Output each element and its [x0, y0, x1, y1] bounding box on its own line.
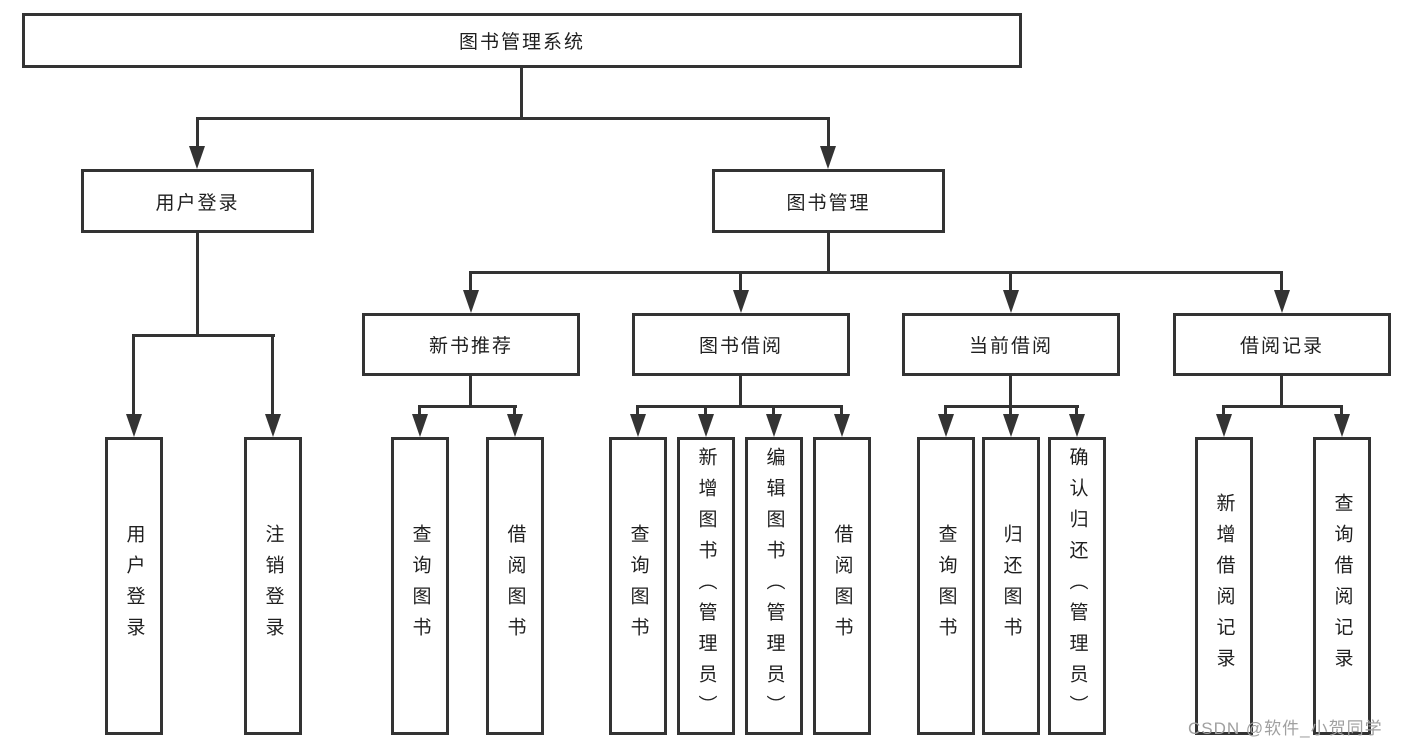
- connector-book-mgmt-stub: [827, 233, 830, 274]
- connector-root-split: [196, 117, 830, 120]
- leaf-br-add: 新增图书（管理员）: [677, 437, 735, 735]
- leaf-rc-add-label: 新增借阅记录: [1213, 493, 1235, 679]
- node-new-book: 新书推荐: [362, 313, 580, 376]
- connector-to-user-login: [196, 117, 199, 149]
- connector-root-stub: [520, 68, 523, 119]
- connector-book-mgmt-split: [470, 271, 1283, 274]
- connector-cu-leaf1: [944, 405, 947, 417]
- connector-borrow-stub: [739, 376, 742, 407]
- leaf-br-edit: 编辑图书（管理员）: [745, 437, 803, 735]
- connector-nb-leaf2: [513, 405, 516, 417]
- arrowhead-new-book: [463, 290, 479, 313]
- arrowhead-user-login: [189, 146, 205, 169]
- connector-rc-leaf1: [1222, 405, 1225, 417]
- leaf-rc-add: 新增借阅记录: [1195, 437, 1253, 735]
- leaf-cu-search: 查询图书: [917, 437, 975, 735]
- leaf-cu-search-label: 查询图书: [935, 524, 957, 648]
- connector-to-current: [1009, 271, 1012, 292]
- leaf-br-add-label: 新增图书（管理员）: [695, 446, 717, 726]
- csdn-watermark: CSDN @软件_小贺同学: [1188, 719, 1383, 738]
- connector-user-login-stub: [196, 233, 199, 336]
- arrowhead-cu-leaf2: [1003, 414, 1019, 437]
- leaf-user-login-label: 用户登录: [123, 524, 145, 648]
- leaf-br-borrow-label: 借阅图书: [831, 524, 853, 648]
- arrowhead-leaf-login: [126, 414, 142, 437]
- arrowhead-br-leaf1: [630, 414, 646, 437]
- leaf-rc-search-label: 查询借阅记录: [1331, 493, 1353, 679]
- connector-rc-leaf2: [1340, 405, 1343, 417]
- arrowhead-cu-leaf1: [938, 414, 954, 437]
- leaf-nb-borrow-label: 借阅图书: [504, 524, 526, 648]
- arrowhead-cu-leaf3: [1069, 414, 1085, 437]
- arrowhead-records: [1274, 290, 1290, 313]
- arrowhead-rc-leaf1: [1216, 414, 1232, 437]
- arrowhead-current: [1003, 290, 1019, 313]
- node-records-label: 借阅记录: [1239, 336, 1324, 357]
- arrowhead-leaf-logout: [265, 414, 281, 437]
- leaf-logout: 注销登录: [244, 437, 302, 735]
- leaf-nb-search-label: 查询图书: [409, 524, 431, 648]
- node-book-mgmt: 图书管理: [712, 169, 945, 233]
- connector-borrow-split: [637, 405, 843, 408]
- connector-new-book-split: [419, 405, 517, 408]
- node-records: 借阅记录: [1173, 313, 1391, 376]
- connector-cu-leaf3: [1075, 405, 1078, 417]
- leaf-br-edit-label: 编辑图书（管理员）: [763, 446, 785, 726]
- arrowhead-borrow: [733, 290, 749, 313]
- connector-cu-leaf2: [1009, 405, 1012, 417]
- arrowhead-br-leaf4: [834, 414, 850, 437]
- leaf-cu-return-label: 归还图书: [1000, 524, 1022, 648]
- leaf-cu-return: 归还图书: [982, 437, 1040, 735]
- node-root: 图书管理系统: [22, 13, 1022, 68]
- arrowhead-nb-leaf1: [412, 414, 428, 437]
- connector-br-leaf1: [636, 405, 639, 417]
- node-current: 当前借阅: [902, 313, 1120, 376]
- connector-nb-leaf1: [418, 405, 421, 417]
- node-new-book-label: 新书推荐: [428, 336, 513, 357]
- leaf-br-borrow: 借阅图书: [813, 437, 871, 735]
- connector-user-login-split: [132, 334, 275, 337]
- node-user-login: 用户登录: [81, 169, 314, 233]
- node-borrow: 图书借阅: [632, 313, 850, 376]
- leaf-cu-confirm-label: 确认归还（管理员）: [1066, 446, 1088, 726]
- arrowhead-br-leaf2: [698, 414, 714, 437]
- connector-to-leaf-login: [132, 334, 135, 416]
- arrowhead-br-leaf3: [766, 414, 782, 437]
- connector-current-split: [945, 405, 1079, 408]
- arrowhead-book-mgmt: [820, 146, 836, 169]
- node-book-mgmt-label: 图书管理: [786, 192, 871, 214]
- node-borrow-label: 图书借阅: [698, 336, 783, 357]
- leaf-br-search: 查询图书: [609, 437, 667, 735]
- leaf-rc-search: 查询借阅记录: [1313, 437, 1371, 735]
- connector-records-split: [1223, 405, 1343, 408]
- connector-br-leaf3: [772, 405, 775, 417]
- node-user-login-label: 用户登录: [155, 192, 240, 214]
- node-current-label: 当前借阅: [968, 336, 1053, 357]
- leaf-logout-label: 注销登录: [262, 524, 284, 648]
- connector-to-leaf-logout: [271, 334, 274, 416]
- connector-records-stub: [1280, 376, 1283, 407]
- leaf-nb-search: 查询图书: [391, 437, 449, 735]
- connector-to-borrow: [739, 271, 742, 292]
- leaf-cu-confirm: 确认归还（管理员）: [1048, 437, 1106, 735]
- node-root-label: 图书管理系统: [458, 32, 585, 53]
- connector-new-book-stub: [469, 376, 472, 407]
- leaf-nb-borrow: 借阅图书: [486, 437, 544, 735]
- arrowhead-rc-leaf2: [1334, 414, 1350, 437]
- connector-to-records: [1280, 271, 1283, 292]
- arrowhead-nb-leaf2: [507, 414, 523, 437]
- connector-br-leaf4: [840, 405, 843, 417]
- connector-to-new-book: [469, 271, 472, 292]
- leaf-user-login: 用户登录: [105, 437, 163, 735]
- connector-to-book-mgmt: [827, 117, 830, 149]
- connector-current-stub: [1009, 376, 1012, 407]
- leaf-br-search-label: 查询图书: [627, 524, 649, 648]
- connector-br-leaf2: [704, 405, 707, 417]
